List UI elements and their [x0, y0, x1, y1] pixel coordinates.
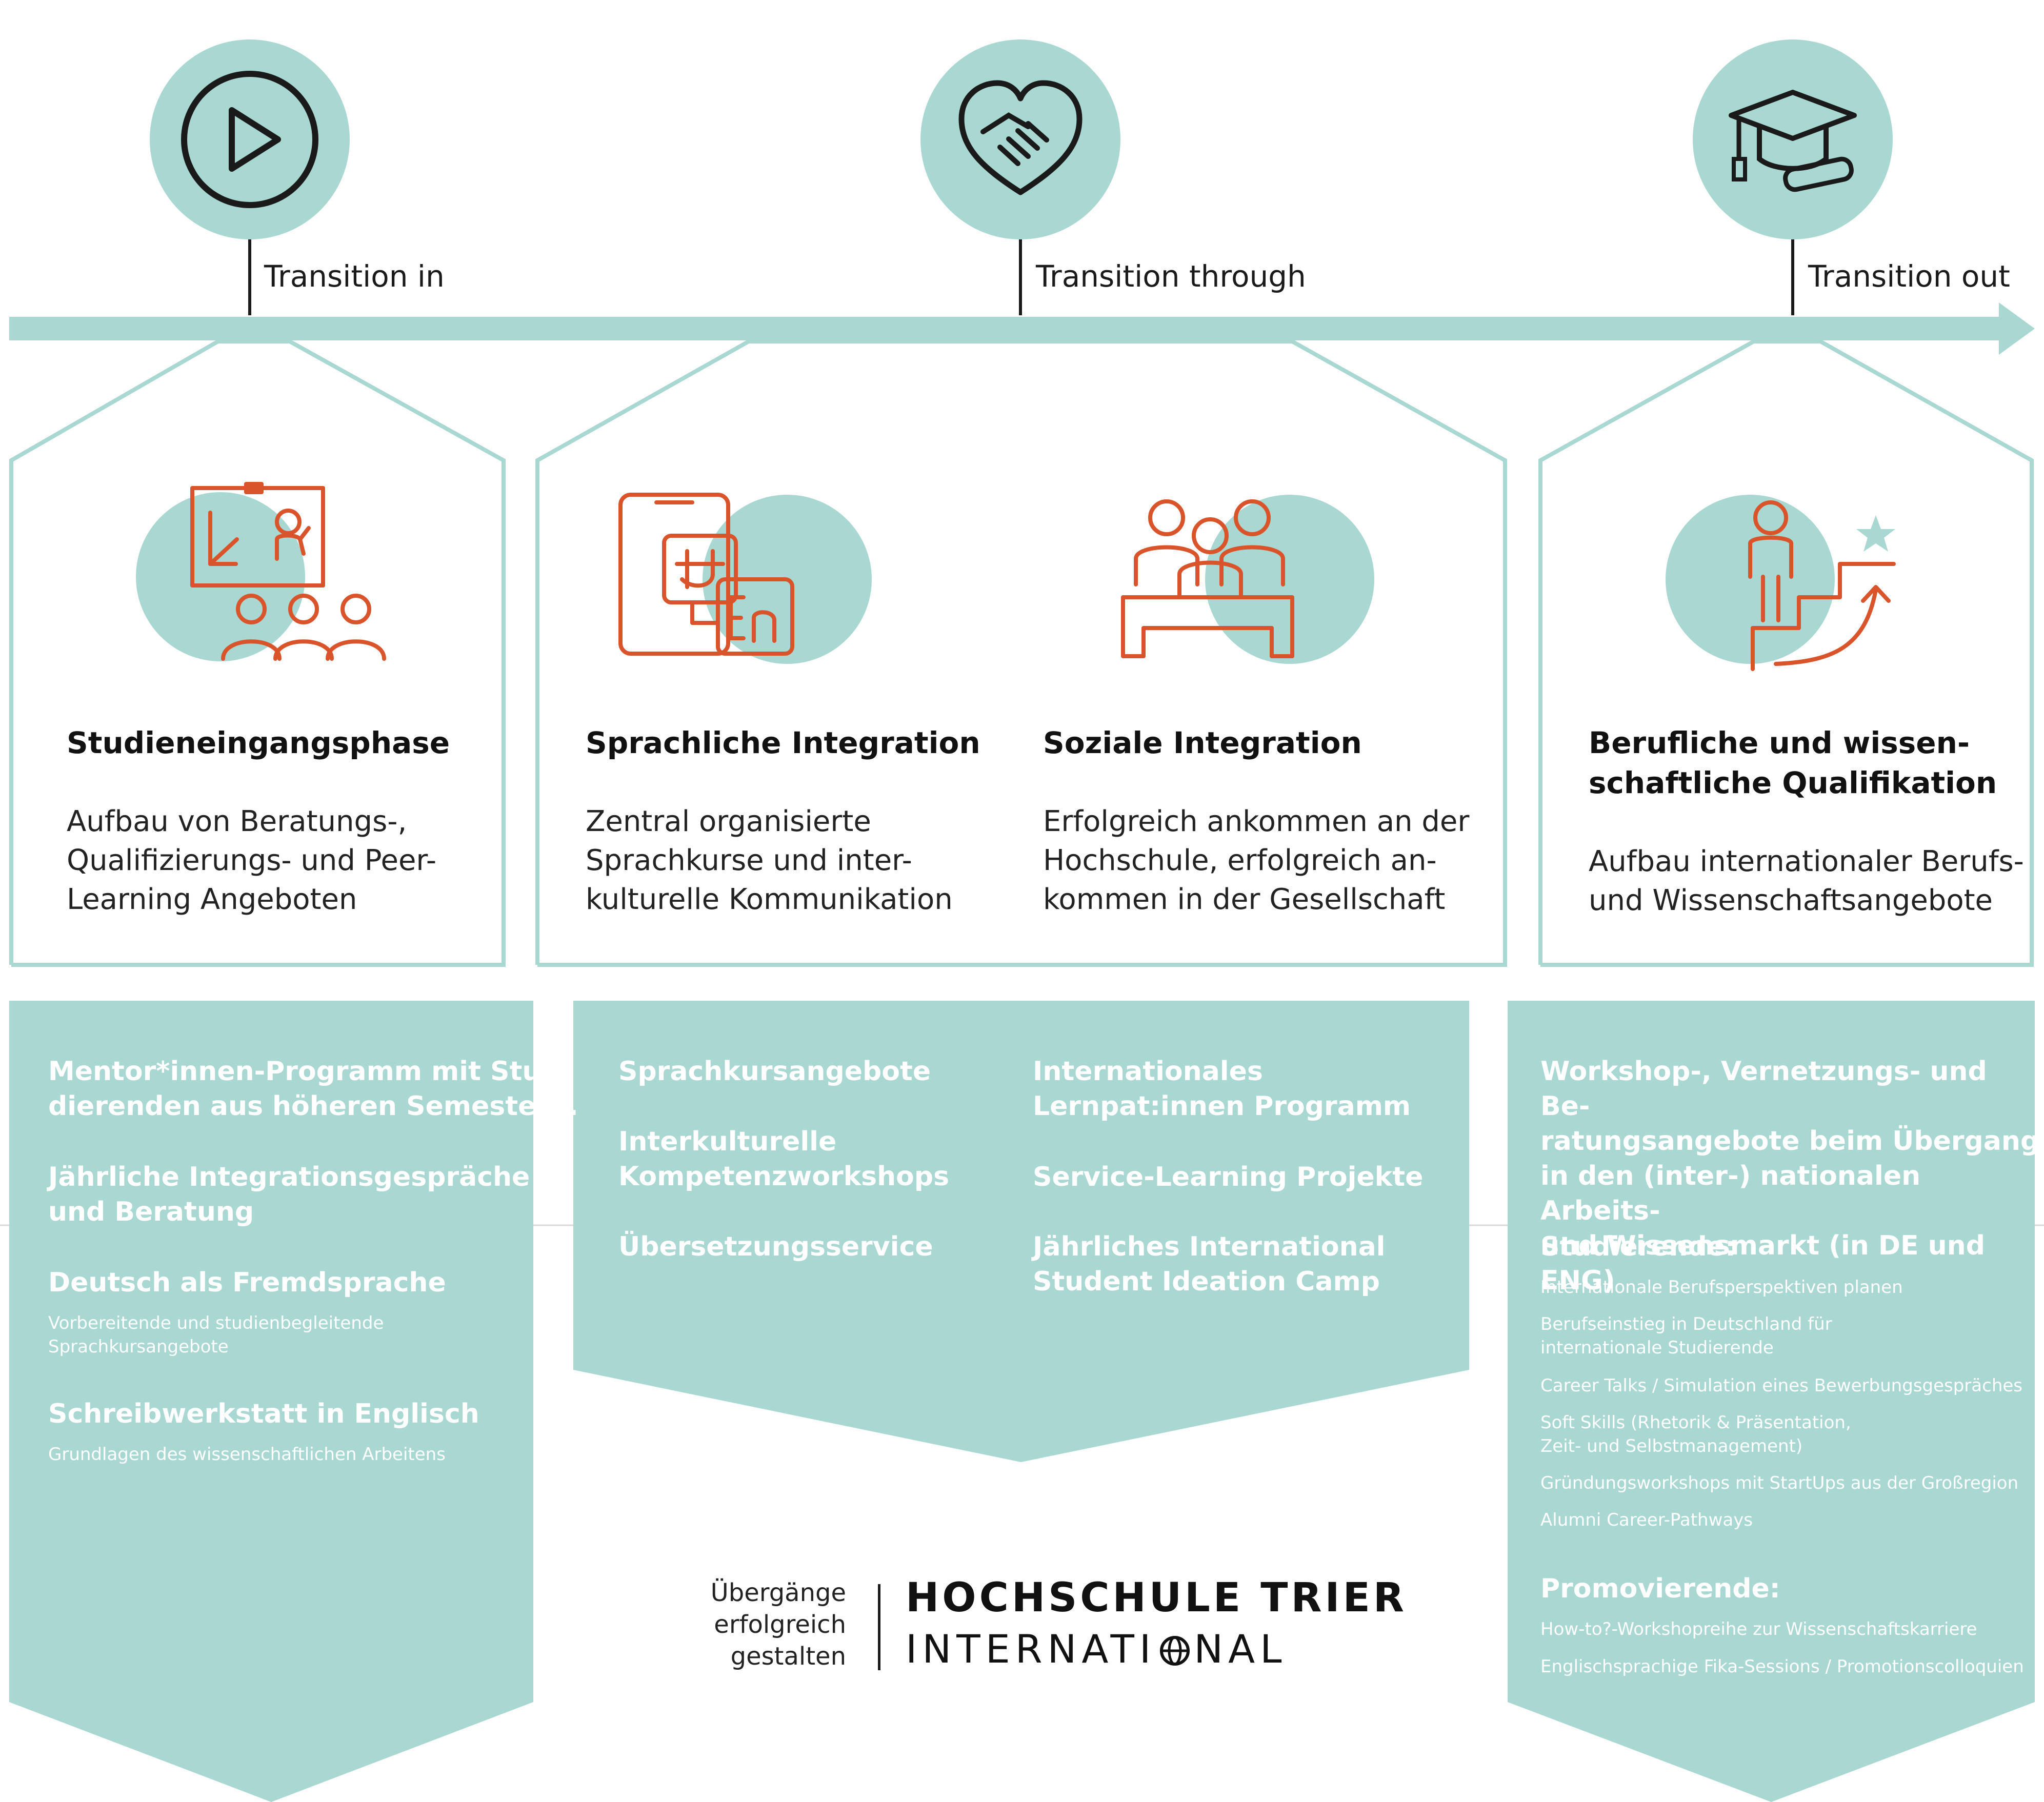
- panel-left-item: Schreibwerkstatt in Englisch: [48, 1399, 479, 1429]
- box-sprachlich-title: Sprachliche Integration: [586, 725, 980, 760]
- stage-through-circle: [920, 39, 1120, 239]
- panel-middle-bg: [573, 1001, 1469, 1462]
- box-beruflich-desc: Aufbau internationaler Berufs- und Wisse…: [1589, 845, 2024, 917]
- panel-right-studierende-item: Internationale Berufsperspektiven planen: [1540, 1277, 1903, 1298]
- box-sprachlich-desc: Zentral organisierte Sprachkurse und int…: [586, 805, 953, 916]
- box-studieneingang-outline: [9, 339, 506, 967]
- box-studieneingang-title: Studieneingangsphase: [67, 725, 450, 760]
- box-beruflich-title: Berufliche und wissen- schaftliche Quali…: [1589, 725, 1997, 800]
- logo-tagline: Übergänge erfolgreich gestalten: [710, 1578, 846, 1671]
- stage-through-label: Transition through: [1036, 259, 1306, 294]
- panel-left-bg: [9, 1001, 533, 1802]
- timeline-arrow: [9, 302, 2035, 355]
- play-icon: [181, 71, 318, 208]
- box-beruflich-outline: [1538, 339, 2034, 967]
- panel-right-studierende-heading: Studierende:: [1540, 1231, 1736, 1262]
- stage-in-circle: [150, 39, 350, 239]
- stage-in-label: Transition in: [264, 259, 445, 294]
- panel-middle-item: Sprachkursangebote: [618, 1056, 931, 1087]
- logo-name: HOCHSCHULE TRIER: [906, 1575, 1407, 1621]
- panel-right-studierende-item: Career Talks / Simulation eines Bewerbun…: [1540, 1375, 2022, 1396]
- graduation-cap-icon: [1729, 90, 1857, 192]
- panel-middle-item: Übersetzungsservice: [618, 1231, 933, 1262]
- panel-middle-item: Service-Learning Projekte: [1033, 1162, 1424, 1192]
- panel-right-studierende-item: Alumni Career-Pathways: [1540, 1510, 1753, 1530]
- panel-right-bg: [1508, 1001, 2035, 1802]
- panel-right-promovierende-item: How-to?-Workshopreihe zur Wissenschaftsk…: [1540, 1619, 1977, 1639]
- panel-right-intro: Workshop-, Vernetzungs- und Be- ratungsa…: [1540, 1056, 2040, 1296]
- logo-divider: [878, 1584, 880, 1670]
- panel-left-item: Deutsch als Fremdsprache: [48, 1267, 446, 1298]
- panel-middle-item: Jährliches International Student Ideatio…: [1033, 1231, 1386, 1297]
- panel-right-studierende-item: Gründungsworkshops mit StartUps aus der …: [1540, 1473, 2019, 1493]
- panel-right-studierende-item: Berufseinstieg in Deutschland für intern…: [1540, 1314, 1832, 1358]
- panel-middle-item: Interkulturelle Kompetenzworkshops: [618, 1126, 950, 1192]
- globe-icon: [1160, 1636, 1190, 1666]
- language-translate-icon: [618, 493, 872, 664]
- teacher-presentation-icon: [136, 482, 386, 661]
- panel-left-subitem: Grundlagen des wissenschaftlichen Arbeit…: [48, 1444, 446, 1465]
- panel-left-item: Jährliche Integrationsgespräche und Bera…: [48, 1162, 530, 1227]
- panel-right-studierende-item: Soft Skills (Rhetorik & Präsentation, Ze…: [1540, 1412, 1851, 1456]
- panel-right-promovierende-heading: Promovierende:: [1540, 1573, 1780, 1604]
- panel-left-subitem: Vorbereitende und studienbegleitende Spr…: [48, 1313, 384, 1357]
- box-sozial-desc: Erfolgreich ankommen an der Hochschule, …: [1043, 805, 1470, 916]
- career-stairs-icon: [1666, 495, 1896, 671]
- stage-out-label: Transition out: [1808, 259, 2010, 294]
- box-sozial-title: Soziale Integration: [1043, 725, 1362, 760]
- panel-right-promovierende-item: Englischsprachige Fika-Sessions / Promot…: [1540, 1656, 2024, 1677]
- handshake-heart-icon: [958, 80, 1083, 195]
- box-studieneingang-desc: Aufbau von Beratungs-, Qualifizierungs- …: [67, 805, 437, 916]
- box-integration-outline: [535, 339, 1507, 967]
- panel-left-item: Mentor*innen-Programm mit Stu- dierenden…: [48, 1056, 578, 1122]
- panel-middle-item: Internationales Lernpat:innen Programm: [1033, 1056, 1411, 1122]
- group-table-icon: [1121, 495, 1374, 664]
